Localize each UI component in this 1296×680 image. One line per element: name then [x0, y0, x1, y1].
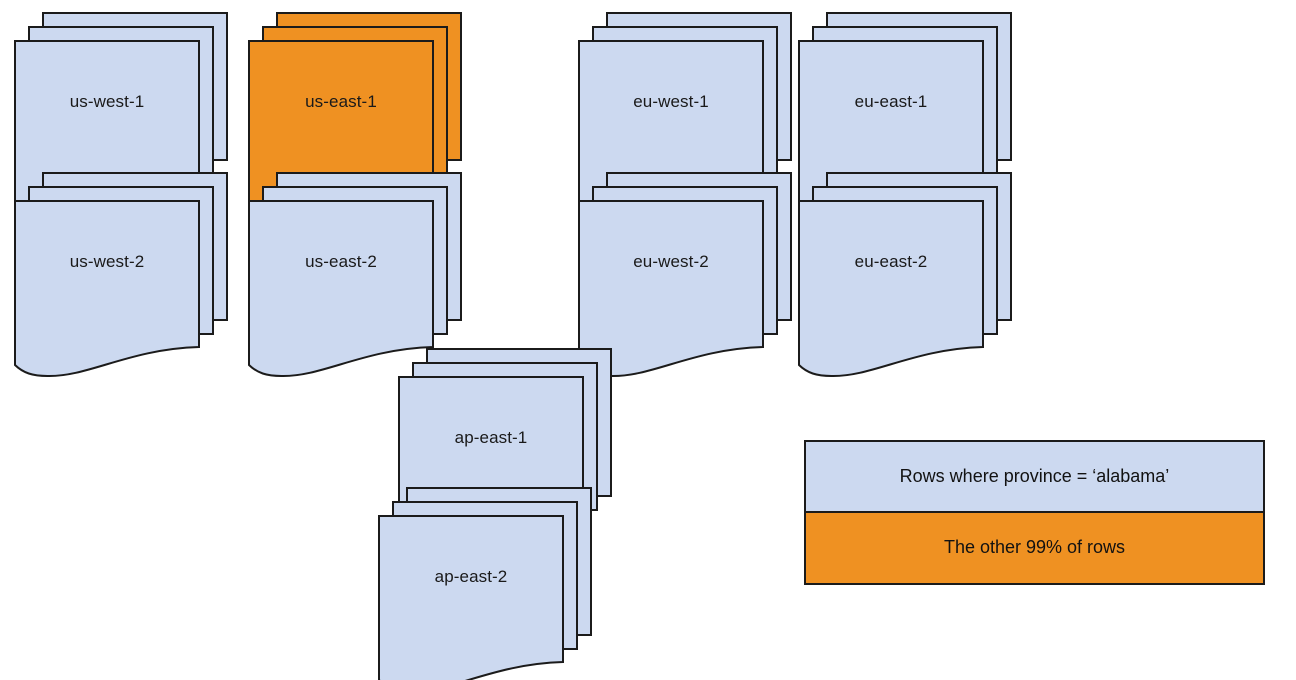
shard-stack-us-east-1[interactable]: us-east-1 — [248, 12, 468, 218]
shard-sheet-front — [798, 200, 984, 378]
legend-row-other-rows: The other 99% of rows — [806, 512, 1263, 583]
shard-sheet-front — [14, 200, 200, 378]
shard-stack-graphic — [14, 172, 228, 378]
shard-stack-graphic — [798, 172, 1012, 378]
shard-stack-eu-west-2[interactable]: eu-west-2 — [578, 172, 798, 378]
legend: Rows where province = ‘alabama’ The other… — [804, 440, 1265, 585]
shard-stack-eu-west-1[interactable]: eu-west-1 — [578, 12, 798, 218]
shard-stack-eu-east-2[interactable]: eu-east-2 — [798, 172, 1018, 378]
shard-sheet-front — [248, 200, 434, 378]
shard-stack-ap-east-2[interactable]: ap-east-2 — [378, 487, 598, 680]
legend-row-matching-rows: Rows where province = ‘alabama’ — [806, 442, 1263, 513]
shard-stack-us-west-1[interactable]: us-west-1 — [14, 12, 234, 218]
shard-stack-eu-east-1[interactable]: eu-east-1 — [798, 12, 1018, 218]
shard-stack-graphic — [578, 172, 792, 378]
shard-stack-us-east-2[interactable]: us-east-2 — [248, 172, 468, 378]
shard-stack-graphic — [578, 12, 792, 218]
legend-row-label: Rows where province = ‘alabama’ — [899, 465, 1170, 486]
legend-row-label: The other 99% of rows — [943, 537, 1126, 558]
shard-stack-us-west-2[interactable]: us-west-2 — [14, 172, 234, 378]
shard-sheet-front — [378, 515, 564, 680]
shard-stack-graphic — [248, 172, 462, 378]
shard-stack-graphic — [378, 487, 592, 680]
